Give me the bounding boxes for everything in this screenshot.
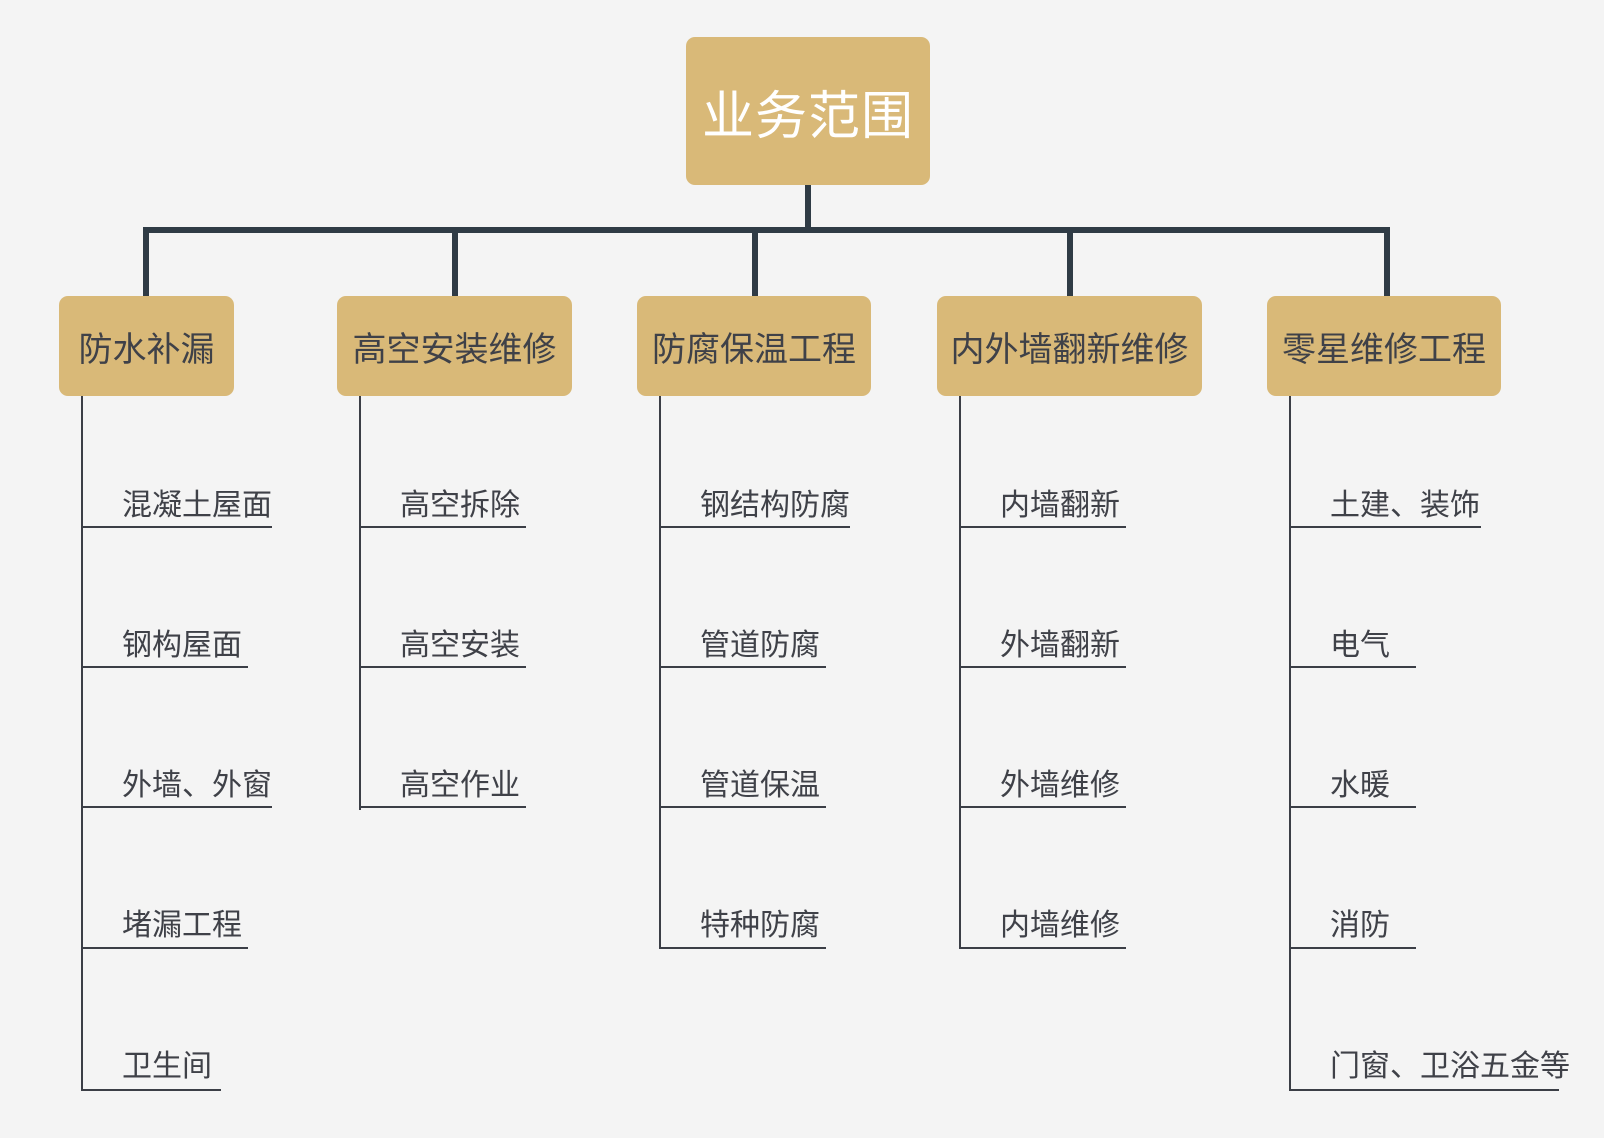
item-underline xyxy=(1289,526,1481,528)
item-trunk-4 xyxy=(959,396,961,949)
branch-connector-3 xyxy=(752,227,758,297)
item-trunk-2 xyxy=(359,396,361,810)
item-underline xyxy=(81,947,248,949)
category-label: 零星维修工程 xyxy=(1282,329,1486,370)
item-underline xyxy=(1289,1089,1559,1091)
item-underline xyxy=(659,666,826,668)
item-underline xyxy=(81,806,272,808)
category-node-waterproofing: 防水补漏 xyxy=(59,296,234,396)
item-trunk-1 xyxy=(81,396,83,1091)
list-item: 电气 xyxy=(1330,628,1390,663)
item-underline xyxy=(81,1089,221,1091)
list-item: 土建、装饰 xyxy=(1330,488,1480,523)
list-item: 混凝土屋面 xyxy=(122,488,272,523)
item-trunk-5 xyxy=(1289,396,1291,1091)
list-item: 特种防腐 xyxy=(700,908,820,943)
list-item: 外墙翻新 xyxy=(1000,628,1120,663)
list-item: 内墙维修 xyxy=(1000,908,1120,943)
item-underline xyxy=(359,526,526,528)
category-label: 防水补漏 xyxy=(78,329,215,370)
item-underline xyxy=(659,526,850,528)
item-underline xyxy=(659,806,826,808)
list-item: 内墙翻新 xyxy=(1000,488,1120,523)
list-item: 消防 xyxy=(1330,908,1390,943)
item-underline xyxy=(81,666,248,668)
list-item: 高空作业 xyxy=(400,768,520,803)
branch-connector-2 xyxy=(452,227,458,297)
item-underline xyxy=(1289,806,1416,808)
item-underline xyxy=(359,806,526,808)
branch-connector-1 xyxy=(143,227,149,297)
list-item: 堵漏工程 xyxy=(122,908,242,943)
item-underline xyxy=(959,526,1126,528)
branch-connector-4 xyxy=(1067,227,1073,297)
list-item: 高空拆除 xyxy=(400,488,520,523)
item-underline xyxy=(959,947,1126,949)
list-item: 卫生间 xyxy=(122,1049,212,1084)
category-node-misc-repair: 零星维修工程 xyxy=(1267,296,1501,396)
list-item: 高空安装 xyxy=(400,628,520,663)
category-node-wall-renovation: 内外墙翻新维修 xyxy=(937,296,1202,396)
category-node-high-altitude: 高空安装维修 xyxy=(337,296,572,396)
category-label: 高空安装维修 xyxy=(352,329,557,370)
item-underline xyxy=(959,806,1126,808)
list-item: 钢构屋面 xyxy=(122,628,242,663)
item-underline xyxy=(81,526,272,528)
list-item: 管道保温 xyxy=(700,768,820,803)
list-item: 门窗、卫浴五金等 xyxy=(1330,1049,1570,1084)
category-node-anticorrosion: 防腐保温工程 xyxy=(637,296,871,396)
item-trunk-3 xyxy=(659,396,661,949)
item-underline xyxy=(1289,666,1416,668)
item-underline xyxy=(1289,947,1416,949)
list-item: 外墙维修 xyxy=(1000,768,1120,803)
item-underline xyxy=(359,666,526,668)
item-underline xyxy=(959,666,1126,668)
root-connector xyxy=(805,185,811,230)
list-item: 水暖 xyxy=(1330,768,1390,803)
list-item: 管道防腐 xyxy=(700,628,820,663)
list-item: 钢结构防腐 xyxy=(700,488,850,523)
branch-bar xyxy=(143,227,1390,233)
list-item: 外墙、外窗 xyxy=(122,768,272,803)
root-label: 业务范围 xyxy=(701,86,914,147)
category-label: 内外墙翻新维修 xyxy=(950,329,1189,370)
item-underline xyxy=(659,947,826,949)
branch-connector-5 xyxy=(1384,227,1390,297)
category-label: 防腐保温工程 xyxy=(652,329,856,370)
root-node: 业务范围 xyxy=(686,37,930,185)
